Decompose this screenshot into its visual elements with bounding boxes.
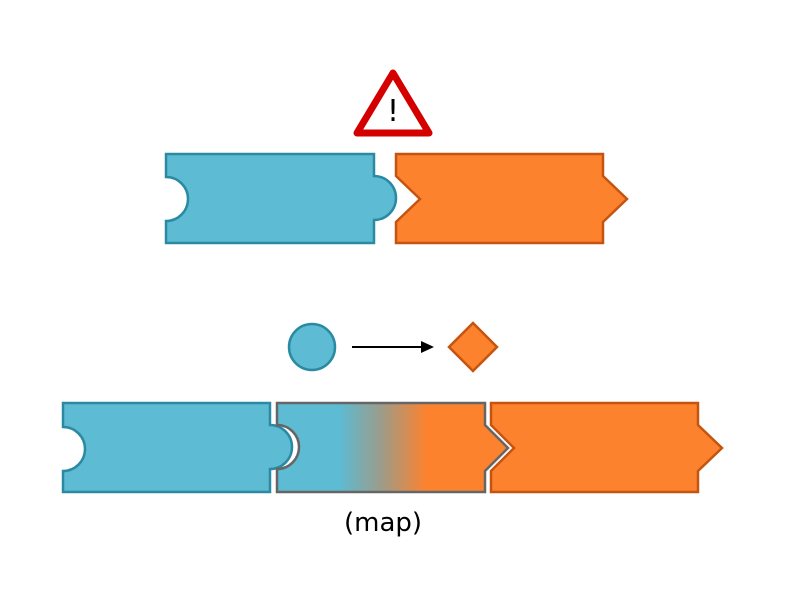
map-caption: (map) bbox=[344, 508, 422, 538]
warning-exclamation: ! bbox=[387, 94, 399, 129]
warning-triangle-icon: ! bbox=[353, 69, 433, 137]
arrow-right-icon bbox=[352, 341, 434, 353]
diamond-shape-icon bbox=[447, 321, 499, 373]
blue-puzzle-piece-top bbox=[164, 152, 398, 245]
orange-puzzle-piece-top bbox=[394, 152, 629, 245]
blue-puzzle-piece-bottom bbox=[61, 401, 294, 494]
orange-puzzle-piece-bottom bbox=[489, 401, 724, 494]
map-adapter-piece bbox=[275, 401, 510, 494]
circle-shape-icon bbox=[287, 322, 337, 372]
